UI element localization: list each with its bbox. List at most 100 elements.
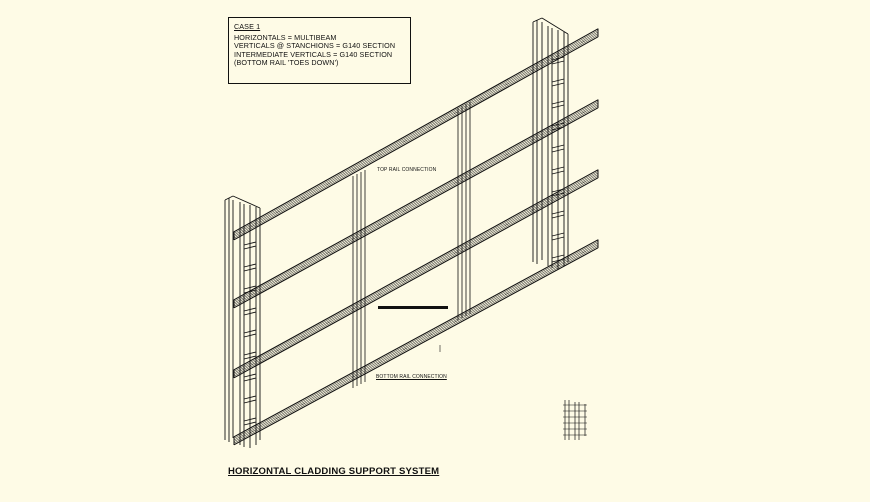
legend-title: CASE 1 xyxy=(234,22,261,31)
rail-detail xyxy=(275,416,280,420)
rail-detail xyxy=(250,293,255,296)
left-stanchion-bolt xyxy=(243,311,257,316)
right-stanchion-bolt xyxy=(551,78,565,83)
rail-detail xyxy=(326,182,331,185)
right-stanchion-bolt xyxy=(551,210,565,215)
left-stanchion-bolt xyxy=(243,373,257,378)
left-stanchion-bolt xyxy=(243,307,257,312)
right-stanchion-bolt xyxy=(551,258,565,263)
rail-detail xyxy=(428,195,433,198)
rail-detail xyxy=(581,251,586,254)
right-stanchion-top xyxy=(541,17,569,35)
right-stanchion-bolt xyxy=(551,166,565,171)
rail-detail xyxy=(275,349,280,352)
right-stanchion-bolt xyxy=(551,254,565,259)
rail-detail xyxy=(504,223,510,226)
legend-line-verticals: VERTICALS @ STANCHIONS = G140 SECTION xyxy=(234,41,396,51)
rail-detail xyxy=(377,223,382,226)
left-stanchion-bolt xyxy=(243,333,257,338)
right-stanchion-bolt xyxy=(551,148,565,153)
rail-detail xyxy=(402,347,408,351)
left-stanchion-bolt xyxy=(243,355,257,360)
rail-detail xyxy=(581,181,586,184)
legend-line-intermediate: INTERMEDIATE VERTICALS = G140 SECTION xyxy=(234,49,393,59)
rail-detail xyxy=(402,209,408,212)
left-stanchion-bolt xyxy=(243,395,257,400)
rail-detail xyxy=(530,278,535,282)
rail-detail xyxy=(275,210,280,214)
right-stanchion-bolt xyxy=(551,82,565,87)
left-stanchion-bolt xyxy=(243,245,257,250)
rail-detail xyxy=(504,83,510,86)
rail-detail xyxy=(428,333,433,337)
rail-detail xyxy=(250,430,255,433)
rail-detail xyxy=(326,389,331,392)
rail-detail xyxy=(275,279,280,282)
rail-detail xyxy=(352,168,357,171)
left-stanchion-bolt xyxy=(243,417,257,422)
bottom-rail-connection-label: BOTTOM RAIL CONNECTION xyxy=(376,374,447,380)
rail-detail xyxy=(326,321,331,324)
left-stanchion-bolt xyxy=(243,351,257,356)
rail-detail xyxy=(479,237,484,240)
rail-detail xyxy=(453,181,459,184)
right-stanchion-bolt xyxy=(551,192,565,197)
horizontal-rail-4 xyxy=(233,242,599,441)
horizontal-rail-4 xyxy=(233,245,599,444)
rail-detail xyxy=(428,265,433,268)
right-stanchion-bolt xyxy=(551,170,565,175)
left-stanchion-bolt xyxy=(243,421,257,426)
rail-detail xyxy=(530,209,535,212)
rail-detail xyxy=(453,111,459,114)
rail-detail xyxy=(504,292,510,295)
left-stanchion-bolt xyxy=(243,263,257,268)
right-stanchion-bolt xyxy=(551,188,565,193)
left-stanchion-bolt xyxy=(243,267,257,272)
rail-detail xyxy=(453,320,459,323)
left-stanchion-top xyxy=(232,195,261,209)
rail-detail xyxy=(581,111,586,114)
rail-detail xyxy=(377,361,382,364)
left-stanchion-bolt xyxy=(243,329,257,334)
rail-detail xyxy=(479,167,484,170)
horizontal-rail-4 xyxy=(233,247,599,446)
rail-detail xyxy=(530,68,535,72)
horizontal-rail-4 xyxy=(233,239,599,438)
right-stanchion-top xyxy=(532,17,543,23)
rail-detail xyxy=(326,251,331,254)
left-stanchion-bolt xyxy=(243,241,257,246)
right-stanchion-bolt xyxy=(551,100,565,105)
right-stanchion-bolt xyxy=(551,144,565,149)
rail-detail xyxy=(479,97,484,100)
connection-plate xyxy=(378,306,448,309)
horizontal-rail-4 xyxy=(233,244,599,442)
right-stanchion-bolt xyxy=(551,232,565,237)
rail-detail xyxy=(504,153,510,156)
rail-detail xyxy=(377,293,382,296)
right-stanchion-bolt xyxy=(551,126,565,131)
top-rail-connection-label: TOP RAIL CONNECTION xyxy=(377,167,437,173)
rail-detail xyxy=(250,225,255,228)
horizontal-rail-4 xyxy=(233,241,599,439)
left-stanchion-top xyxy=(224,195,234,201)
rail-detail xyxy=(402,279,408,282)
right-stanchion-bolt xyxy=(551,60,565,65)
legend-line-horizontals: HORIZONTALS = MULTIBEAM xyxy=(234,32,337,42)
rail-detail xyxy=(453,251,459,254)
rail-detail xyxy=(479,306,484,309)
left-stanchion-bolt xyxy=(243,377,257,382)
right-stanchion-bolt xyxy=(551,236,565,241)
rail-detail xyxy=(402,139,408,143)
rail-detail xyxy=(301,265,306,268)
rail-detail xyxy=(301,402,306,406)
rail-detail xyxy=(301,335,306,338)
legend-box: CASE 1 HORIZONTALS = MULTIBEAM VERTICALS… xyxy=(228,17,411,84)
drawing-caption: HORIZONTAL CLADDING SUPPORT SYSTEM xyxy=(228,466,440,477)
rail-detail xyxy=(581,40,586,43)
right-stanchion-bolt xyxy=(551,122,565,127)
rail-detail xyxy=(377,154,382,157)
rail-detail xyxy=(530,139,535,142)
right-stanchion-bolt xyxy=(551,104,565,109)
rail-detail xyxy=(301,196,306,200)
